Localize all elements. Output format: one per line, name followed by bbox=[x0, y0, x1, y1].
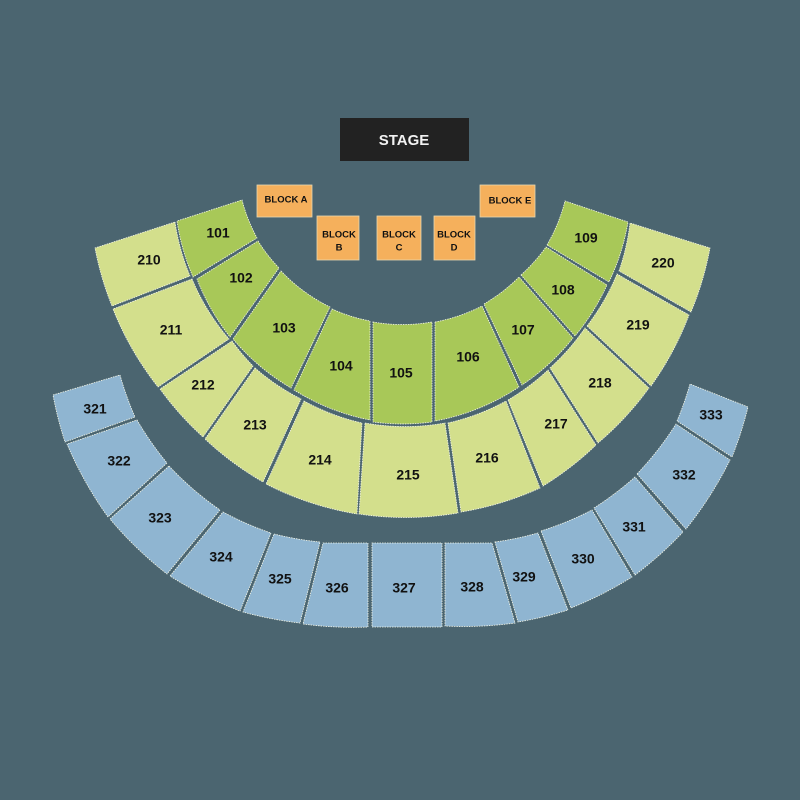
section-106[interactable]: 106 bbox=[434, 305, 520, 422]
section-323[interactable]: 323 bbox=[109, 465, 221, 575]
section-label: 322 bbox=[107, 453, 131, 469]
section-label: 330 bbox=[571, 551, 595, 567]
stage-rect bbox=[340, 118, 469, 161]
section-label: 329 bbox=[512, 569, 536, 585]
section-216[interactable]: 216 bbox=[447, 400, 541, 513]
section-label: 323 bbox=[148, 510, 172, 526]
stage-label: STAGE bbox=[379, 132, 430, 149]
block-a[interactable]: BLOCK A bbox=[256, 184, 313, 218]
section-218[interactable]: 218 bbox=[549, 327, 650, 444]
section-212[interactable]: 212 bbox=[159, 340, 254, 438]
level-100: 101 102 103 104 105 106 107 108 bbox=[176, 199, 629, 425]
section-label: 218 bbox=[588, 375, 612, 391]
section-label: 327 bbox=[392, 580, 416, 596]
section-label: 107 bbox=[511, 322, 535, 338]
section-103[interactable]: 103 bbox=[232, 270, 331, 389]
section-label: 212 bbox=[191, 377, 215, 393]
block-b-label-1: BLOCK bbox=[322, 230, 356, 241]
section-321[interactable]: 321 bbox=[52, 374, 136, 443]
block-e-label: BLOCK E bbox=[489, 196, 532, 207]
block-c[interactable]: BLOCK C bbox=[376, 215, 422, 261]
block-b[interactable]: BLOCK B bbox=[316, 215, 360, 261]
section-322[interactable]: 322 bbox=[66, 419, 168, 518]
section-104[interactable]: 104 bbox=[293, 308, 371, 421]
block-d-label-2: D bbox=[451, 243, 458, 254]
section-label: 105 bbox=[389, 365, 413, 381]
section-label: 324 bbox=[209, 549, 233, 565]
section-label: 215 bbox=[396, 467, 420, 483]
section-210[interactable]: 210 bbox=[94, 221, 191, 307]
section-109[interactable]: 109 bbox=[546, 200, 629, 283]
section-333[interactable]: 333 bbox=[676, 383, 749, 458]
section-label: 219 bbox=[626, 317, 650, 333]
section-label: 214 bbox=[308, 452, 332, 468]
section-label: 213 bbox=[243, 417, 267, 433]
section-label: 106 bbox=[456, 349, 480, 365]
section-108[interactable]: 108 bbox=[520, 246, 608, 337]
section-label: 331 bbox=[622, 519, 646, 535]
block-d-label-1: BLOCK bbox=[437, 230, 471, 241]
block-a-label: BLOCK A bbox=[265, 195, 308, 206]
section-214[interactable]: 214 bbox=[265, 400, 363, 515]
level-300: 321 322 323 324 325 326 327 328 bbox=[52, 374, 749, 628]
section-328[interactable]: 328 bbox=[444, 542, 516, 627]
section-217[interactable]: 217 bbox=[507, 369, 597, 487]
stage: STAGE bbox=[340, 118, 469, 161]
section-107[interactable]: 107 bbox=[483, 276, 574, 386]
section-331[interactable]: 331 bbox=[593, 476, 684, 576]
section-327[interactable]: 327 bbox=[371, 542, 443, 628]
section-332[interactable]: 332 bbox=[636, 423, 731, 530]
block-d[interactable]: BLOCK D bbox=[433, 215, 476, 261]
section-label: 101 bbox=[206, 225, 230, 241]
section-329[interactable]: 329 bbox=[494, 532, 569, 623]
section-label: 210 bbox=[137, 252, 161, 268]
section-213[interactable]: 213 bbox=[204, 367, 302, 483]
block-c-label-2: C bbox=[396, 243, 403, 254]
section-label: 220 bbox=[651, 255, 675, 271]
block-c-label-1: BLOCK bbox=[382, 230, 416, 241]
block-b-label-2: B bbox=[336, 243, 343, 254]
section-label: 216 bbox=[475, 450, 499, 466]
section-label: 103 bbox=[272, 320, 296, 336]
section-label: 326 bbox=[325, 580, 349, 596]
section-219[interactable]: 219 bbox=[586, 273, 690, 387]
level-200: 210 211 212 213 214 215 216 217 bbox=[94, 221, 711, 518]
section-label: 217 bbox=[544, 416, 568, 432]
section-105[interactable]: 105 bbox=[372, 321, 433, 425]
section-324[interactable]: 324 bbox=[169, 511, 272, 612]
section-220[interactable]: 220 bbox=[618, 222, 711, 313]
section-label: 332 bbox=[672, 467, 696, 483]
section-326[interactable]: 326 bbox=[302, 542, 369, 628]
block-e[interactable]: BLOCK E bbox=[479, 184, 536, 218]
section-label: 108 bbox=[551, 282, 575, 298]
section-215[interactable]: 215 bbox=[358, 422, 459, 518]
section-211[interactable]: 211 bbox=[112, 278, 230, 388]
section-325[interactable]: 325 bbox=[242, 533, 321, 624]
section-102[interactable]: 102 bbox=[196, 240, 280, 338]
section-label: 109 bbox=[574, 230, 598, 246]
section-label: 333 bbox=[699, 407, 723, 423]
section-330[interactable]: 330 bbox=[540, 509, 633, 609]
section-label: 104 bbox=[329, 358, 353, 374]
section-label: 102 bbox=[229, 270, 253, 286]
section-label: 211 bbox=[160, 322, 183, 338]
section-101[interactable]: 101 bbox=[176, 199, 258, 278]
section-label: 325 bbox=[268, 571, 292, 587]
section-label: 321 bbox=[83, 401, 107, 417]
section-label: 328 bbox=[460, 579, 484, 595]
